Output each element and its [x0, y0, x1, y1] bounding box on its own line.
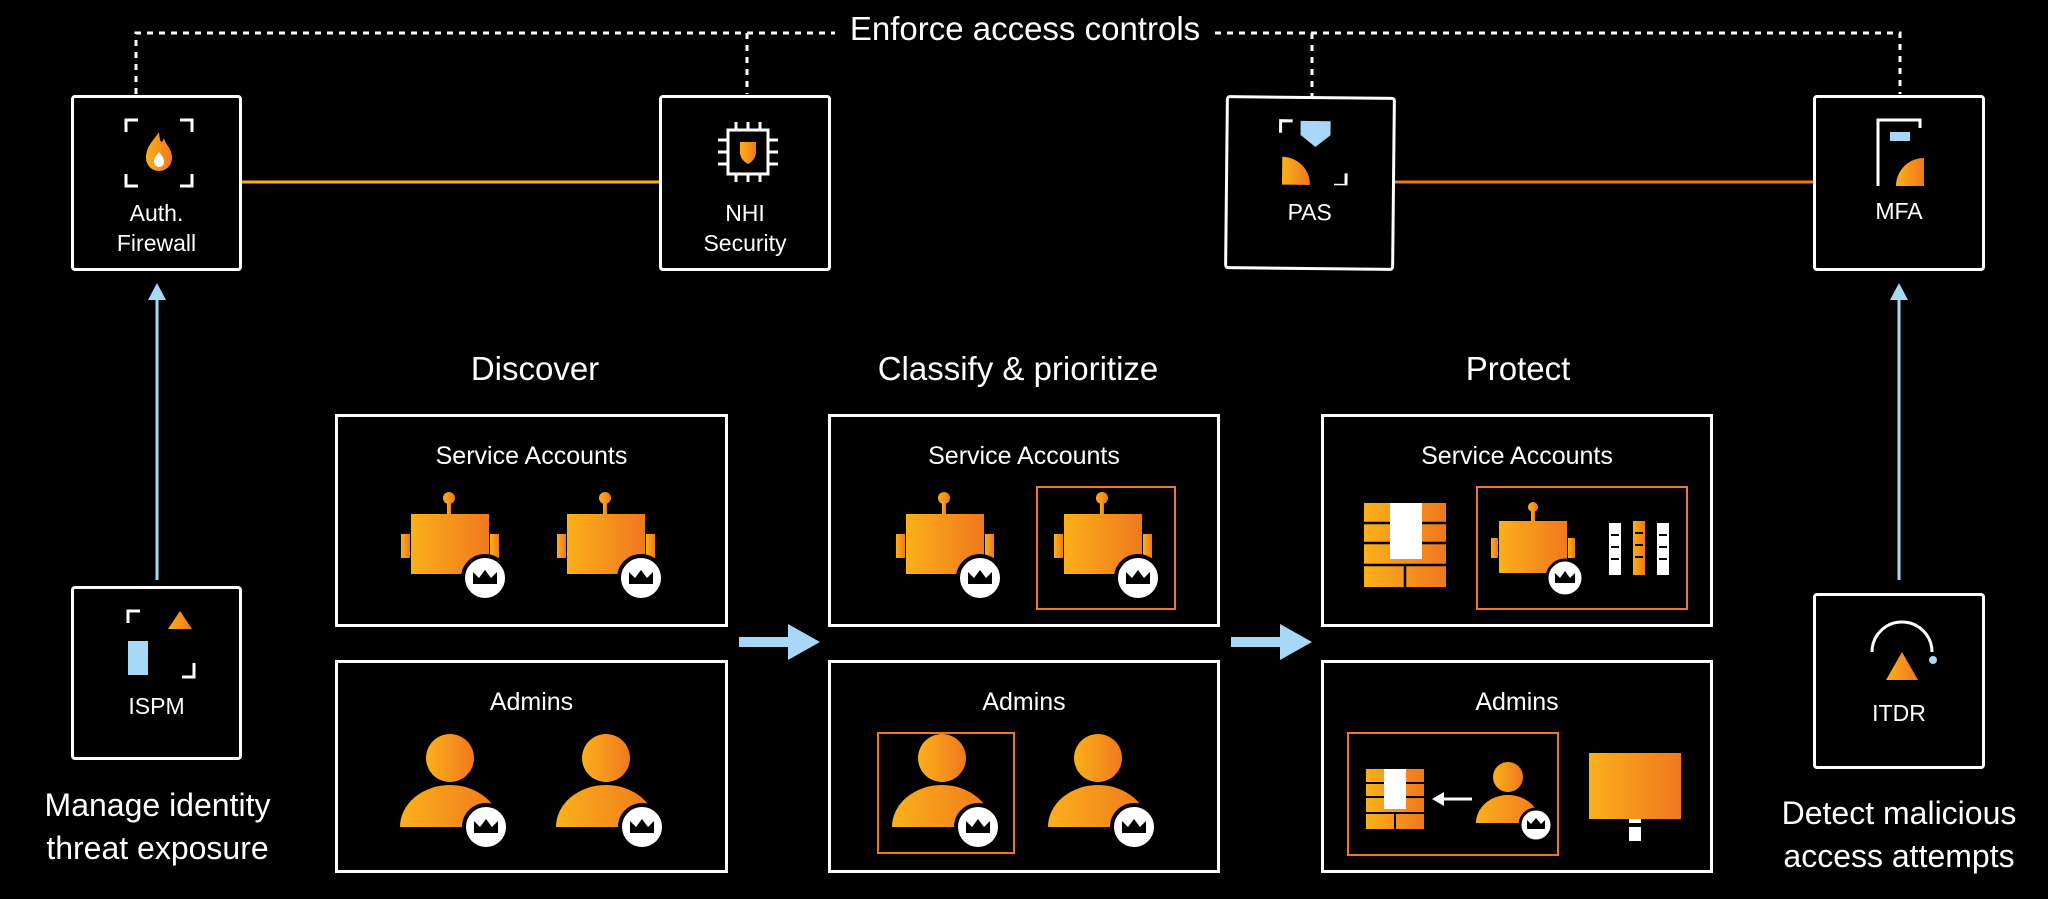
firewall-icon — [124, 118, 194, 188]
admin-crown-icon — [400, 734, 510, 851]
panel-title: Admins — [982, 688, 1066, 716]
nhi-security-line2: Security — [703, 230, 787, 256]
panel-title: Service Accounts — [928, 442, 1120, 470]
arrow-left-icon — [1432, 792, 1472, 806]
monitor-icon — [1589, 753, 1681, 841]
detector-icon — [1870, 620, 1937, 680]
pas-box[interactable]: PAS — [1224, 95, 1396, 271]
servers-icon — [1609, 521, 1669, 575]
vault-icon — [1364, 503, 1446, 587]
robot-crown-icon — [401, 492, 509, 602]
highlight-frame — [1036, 486, 1176, 610]
highlight-frame — [1476, 486, 1688, 610]
discover-heading: Discover — [470, 350, 600, 387]
protect-admins-panel[interactable]: Admins — [1321, 660, 1713, 873]
protect-service-accounts-panel[interactable]: Service Accounts — [1321, 414, 1713, 627]
itdr-label: ITDR — [1872, 700, 1926, 726]
discover-admins-panel[interactable]: Admins — [335, 660, 728, 873]
chip-icon — [718, 122, 778, 182]
admin-crown-icon — [556, 734, 666, 851]
auth-firewall-box[interactable]: Auth. Firewall — [71, 95, 242, 271]
highlight-frame — [877, 732, 1015, 854]
panel-title: Admins — [489, 688, 574, 716]
admin-crown-icon — [1048, 734, 1158, 851]
detect-attempts-caption: Detect malicious access attempts — [1740, 792, 2048, 878]
nhi-security-line1: NHI — [725, 200, 765, 226]
robot-crown-icon — [557, 492, 665, 602]
panel-title: Service Accounts — [1421, 442, 1613, 470]
caption-line: threat exposure — [46, 830, 269, 866]
auth-firewall-line1: Auth. — [129, 200, 184, 226]
itdr-box[interactable]: ITDR — [1813, 593, 1985, 769]
ispm-box[interactable]: ISPM — [71, 586, 242, 760]
vault-icon — [1366, 769, 1424, 829]
enforce-access-controls-label: Enforce access controls — [835, 10, 1215, 48]
robot-crown-icon — [1491, 502, 1585, 598]
posture-icon — [126, 609, 196, 679]
caption-line: Detect malicious — [1781, 795, 2017, 831]
shield-icon — [1279, 119, 1348, 186]
classify-admins-panel[interactable]: Admins — [828, 660, 1220, 873]
pas-label: PAS — [1287, 198, 1332, 226]
mfa-box[interactable]: MFA — [1813, 95, 1985, 271]
discover-service-accounts-panel[interactable]: Service Accounts — [335, 414, 728, 627]
robot-crown-icon — [896, 492, 1004, 602]
caption-line: access attempts — [1783, 838, 2015, 874]
classify-service-accounts-panel[interactable]: Service Accounts — [828, 414, 1220, 627]
admin-crown-icon — [1476, 762, 1554, 843]
classify-heading: Classify & prioritize — [877, 350, 1159, 387]
caption-line: Manage identity — [44, 787, 271, 823]
ispm-label: ISPM — [128, 693, 185, 719]
panel-title: Admins — [1475, 688, 1559, 716]
robot-crown-icon — [1054, 492, 1162, 602]
manage-exposure-caption: Manage identity threat exposure — [0, 784, 315, 870]
admin-crown-icon — [892, 734, 1002, 851]
protect-heading: Protect — [1465, 350, 1571, 387]
highlight-frame — [1347, 732, 1559, 856]
device-icon — [1876, 118, 1924, 186]
nhi-security-box[interactable]: NHI Security — [659, 95, 831, 271]
auth-firewall-line2: Firewall — [116, 230, 197, 256]
mfa-label: MFA — [1875, 198, 1923, 224]
panel-title: Service Accounts — [435, 442, 628, 470]
